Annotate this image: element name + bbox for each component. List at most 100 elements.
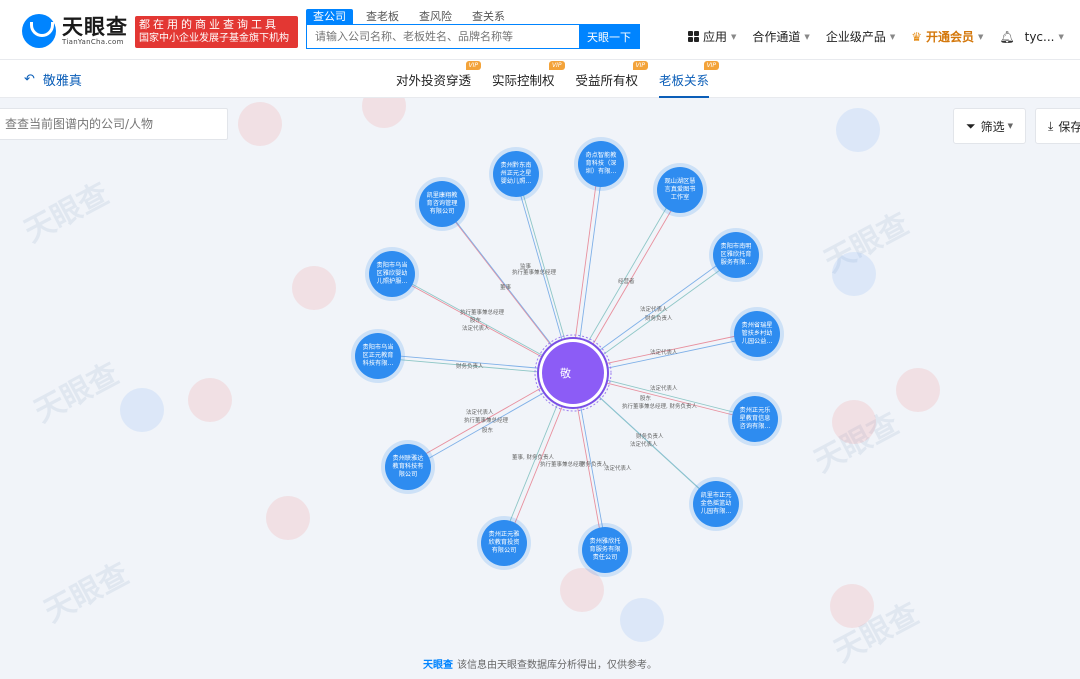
slogan-line-1: 都在用的商业查询工具 [139,18,279,31]
filter-icon: ⏷ [966,118,976,133]
relation-edge [574,335,760,376]
vip-badge: VIP [703,61,720,70]
company-node[interactable]: 凯里康翔教育咨询管理有限公司 [419,181,465,227]
company-node[interactable]: 贵州省瑞星管扶乡村幼儿园公益... [734,311,780,357]
edge-label: 执行董事兼总经理 [512,270,557,276]
search-button[interactable]: 天眼一下 [579,25,639,48]
company-node[interactable]: 贵州正元乐星教育信息咨询有限... [732,396,778,442]
company-node[interactable]: 贵阳市乌当区雅欣婴幼儿照护服... [369,251,415,297]
edge-label: 财务负责人 [580,462,608,468]
watermark-bubble [620,598,664,642]
company-node[interactable]: 观山湖区慧言真爱图书工作室 [657,167,703,213]
nav-channel[interactable]: 合作通道▼ [752,30,810,44]
search-type-tabs: 查公司 查老板 查风险 查关系 [306,9,518,24]
company-node[interactable]: 贵阳市乌当区正元教育科技有限... [355,333,401,379]
company-node[interactable]: 贵阳市南明区雅欣托育服务有限... [713,232,759,278]
edge-label: 法定代表人 [640,307,668,313]
nav-user[interactable]: 🔔︎ tyc...▼ [999,29,1064,44]
vip-badge: VIP [465,61,482,70]
watermark-bubble [120,388,164,432]
company-node[interactable]: 贵州黔东南州正元之星婴幼儿照... [493,151,539,197]
edge-label: 执行董事兼总经理 [540,462,585,468]
caret-down-icon: ▼ [1007,122,1014,130]
relation-edge [375,353,572,372]
edge-label: 执行董事兼总经理 [460,310,505,316]
graph-search-input[interactable] [0,108,228,140]
footer-logo: 天眼查 [423,660,453,671]
bell-icon[interactable]: 🔔︎ [999,29,1015,44]
company-node[interactable]: 贵州正元雅欣教育投资有限公司 [481,520,527,566]
caret-down-icon: ▼ [978,32,984,41]
edge-label: 执行董事兼总经理, 财务负责人 [622,404,697,410]
watermark-bubble [266,496,310,540]
watermark-bubble [896,368,940,412]
relation-graph [375,161,760,553]
footer: 天眼查 该信息由天眼查数据库分析得出，仅供参考。 [0,656,1080,671]
search-tab-boss[interactable]: 查老板 [366,10,399,23]
download-icon: ⤓ [1048,118,1054,133]
edge-label: 监事 [520,264,532,270]
slogan-line-2: 国家中小企业发展子基金旗下机构 [139,33,289,44]
watermark-bubble [560,568,604,612]
company-node[interactable]: 贵州雅欣托育服务有限责任公司 [582,527,628,573]
edge-label: 法定代表人 [466,410,494,416]
graph-canvas[interactable]: 天眼查 天眼查 天眼查 天眼查 天眼查 天眼查 ⏷ 筛选 ▼ ⤓ 保存 奇点智能… [0,98,1080,679]
watermark-bubble [188,378,232,422]
nav-enterprise[interactable]: 企业级产品▼ [825,30,896,44]
edge-label: 执行董事兼总经理 [464,418,509,424]
logo[interactable]: 天眼查 TianYanCha.com [22,14,128,48]
center-person-node[interactable]: 敬 [542,342,604,404]
save-button[interactable]: ⤓ 保存 [1035,108,1080,144]
edge-label: 股东 [640,396,652,402]
relation-edge [570,161,600,372]
slogan-banner[interactable]: 都在用的商业查询工具 国家中小企业发展子基金旗下机构 [135,16,298,48]
edge-label: 法定代表人 [650,386,678,392]
top-header: 天眼查 TianYanCha.com 都在用的商业查询工具 国家中小企业发展子基… [0,0,1080,60]
nav-apps[interactable]: 应用▼ [688,28,736,45]
search-box: 天眼一下 [306,24,640,49]
relation-edge [574,374,719,507]
watermark-bubble [832,400,876,444]
vip-badge: VIP [632,61,649,70]
search-tab-relation[interactable]: 查关系 [472,10,505,23]
back-link[interactable]: ↶ 敬雅真 [24,70,82,89]
vip-badge: VIP [549,61,565,70]
edge-label: 法定代表人 [604,466,632,472]
search-input[interactable] [307,25,579,48]
center-ring [534,334,612,412]
company-node[interactable]: 贵州联雅达教育科技有限公司 [385,444,431,490]
relation-edge [443,205,576,376]
top-nav: 应用▼ 合作通道▼ 企业级产品▼ ♛ 开通会员▼ 🔔︎ tyc...▼ [688,28,1080,45]
relation-edge [570,187,679,372]
relation-edge [405,370,572,466]
logo-domain: TianYanCha.com [62,37,124,46]
edge-label: 法定代表人 [630,442,658,448]
eye-logo-icon [22,14,56,48]
company-node[interactable]: 奇点智能教育科技（深圳）有限... [578,141,624,187]
relation-edge [570,252,735,372]
watermark-bubble [836,108,880,152]
search-tab-risk[interactable]: 查风险 [419,10,452,23]
watermark-bubble [830,584,874,628]
back-arrow-icon: ↶ [24,72,35,87]
company-node[interactable]: 凯里市正元金色摇篮幼儿园有限... [693,481,739,527]
edge-label: 财务负责人 [456,364,484,370]
caret-down-icon: ▼ [1058,32,1064,41]
relation-edge [505,374,576,546]
nav-vip[interactable]: ♛ 开通会员▼ [911,29,984,45]
filter-button[interactable]: ⏷ 筛选 ▼ [953,108,1027,144]
relation-edge [389,271,572,372]
relation-edge [574,165,604,376]
search-tab-company[interactable]: 查公司 [306,9,353,24]
relation-edge [574,374,758,422]
edge-label: 股东 [470,318,482,324]
relation-edge [574,191,683,376]
watermark-bubble [292,266,336,310]
